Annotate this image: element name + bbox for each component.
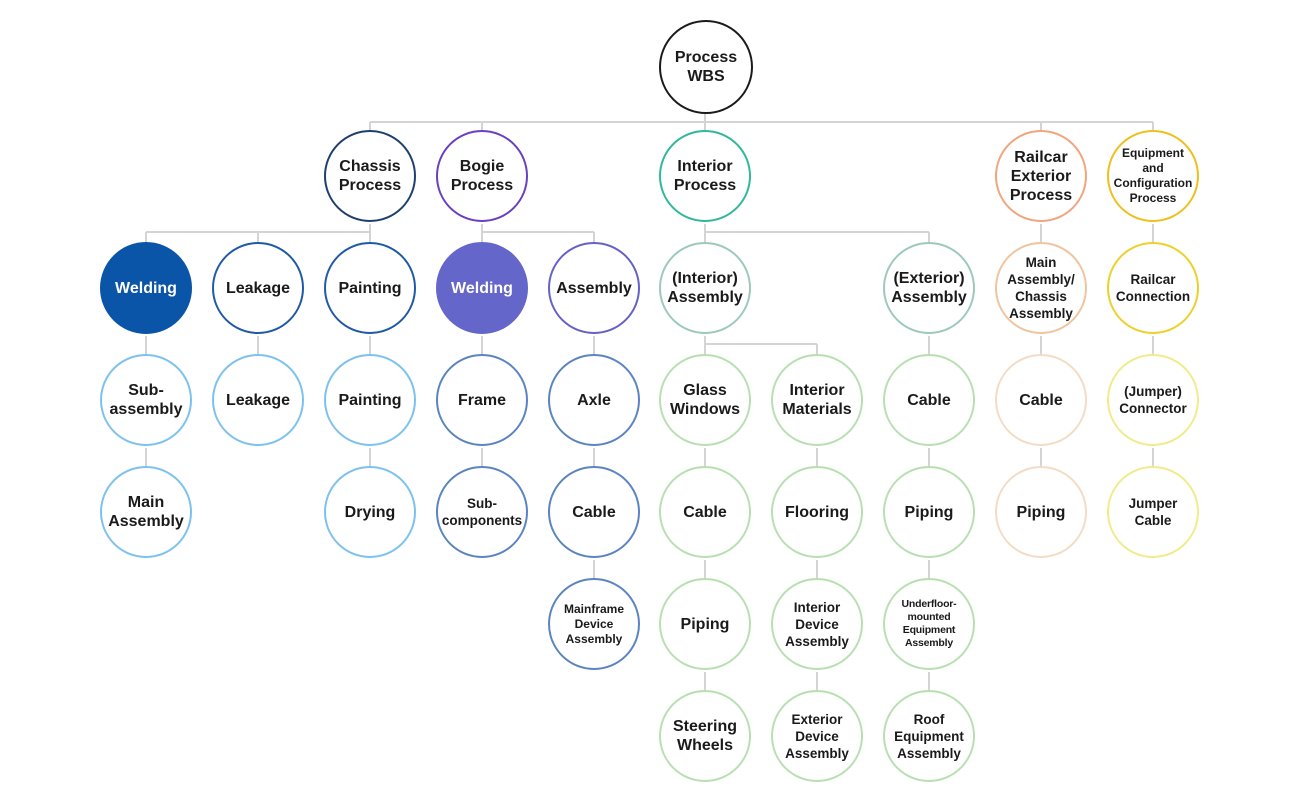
node-label: Welding bbox=[115, 279, 177, 297]
node-label: Leakage bbox=[225, 391, 291, 409]
node-axle: Axle bbox=[548, 354, 640, 446]
node-railcar-piping: Piping bbox=[995, 466, 1087, 558]
node-chassis-welding: Welding bbox=[100, 242, 192, 334]
node-label: Process WBS bbox=[674, 49, 738, 85]
node-label: Interior Device Assembly bbox=[785, 599, 849, 649]
node-label: Equipment and Configuration Process bbox=[1113, 146, 1193, 205]
node-interior-process: Interior Process bbox=[659, 130, 751, 222]
node-drying: Drying bbox=[324, 466, 416, 558]
node-interior-piping: Piping bbox=[659, 578, 751, 670]
node-label: Steering Wheels bbox=[672, 718, 737, 754]
node-railcar-cable: Cable bbox=[995, 354, 1087, 446]
node-label: Axle bbox=[577, 391, 611, 409]
node-chassis-painting: Painting bbox=[324, 242, 416, 334]
node-label: Main Assembly bbox=[108, 494, 184, 530]
node-label: Frame bbox=[457, 391, 507, 409]
node-leakage-test: Leakage bbox=[212, 354, 304, 446]
node-exterior-piping: Piping bbox=[883, 466, 975, 558]
node-glass-windows: Glass Windows bbox=[659, 354, 751, 446]
node-label: Roof Equipment Assembly bbox=[894, 711, 964, 761]
node-mainframe-device-assembly: Mainframe Device Assembly bbox=[548, 578, 640, 670]
node-label: Main Assembly/ Chassis Assembly bbox=[1007, 255, 1075, 321]
node-railcar-exterior-process: Railcar Exterior Process bbox=[995, 130, 1087, 222]
node-label: (Jumper) Connector bbox=[1119, 384, 1187, 416]
node-label: Bogie Process bbox=[450, 158, 514, 194]
node-label: Railcar Exterior Process bbox=[1009, 148, 1073, 204]
node-label: Piping bbox=[904, 503, 954, 521]
node-interior-assembly: (Interior) Assembly bbox=[659, 242, 751, 334]
node-label: Cable bbox=[907, 391, 951, 409]
node-chassis-leakage: Leakage bbox=[212, 242, 304, 334]
node-bogie-assembly: Assembly bbox=[548, 242, 640, 334]
node-label: Welding bbox=[451, 279, 513, 297]
node-roof-equipment-assembly: Roof Equipment Assembly bbox=[883, 690, 975, 782]
node-label: Interior Process bbox=[673, 158, 737, 194]
node-label: Chassis Process bbox=[338, 158, 402, 194]
node-painting-step: Painting bbox=[324, 354, 416, 446]
node-sub-assembly: Sub- assembly bbox=[100, 354, 192, 446]
node-label: Underfloor- mounted Equipment Assembly bbox=[901, 598, 957, 649]
node-frame: Frame bbox=[436, 354, 528, 446]
node-interior-materials: Interior Materials bbox=[771, 354, 863, 446]
node-label: Mainframe Device Assembly bbox=[563, 601, 625, 646]
node-label: Painting bbox=[338, 391, 402, 409]
node-sub-components: Sub- components bbox=[436, 466, 528, 558]
node-label: Cable bbox=[572, 503, 616, 521]
node-chassis-process: Chassis Process bbox=[324, 130, 416, 222]
node-bogie-process: Bogie Process bbox=[436, 130, 528, 222]
node-interior-cable: Cable bbox=[659, 466, 751, 558]
node-label: (Exterior) Assembly bbox=[891, 270, 967, 306]
node-label: Flooring bbox=[785, 503, 849, 521]
node-label: Sub- assembly bbox=[109, 382, 183, 418]
node-exterior-device-assembly: Exterior Device Assembly bbox=[771, 690, 863, 782]
node-flooring: Flooring bbox=[771, 466, 863, 558]
node-main-assembly: Main Assembly bbox=[100, 466, 192, 558]
node-equipment-configuration-process: Equipment and Configuration Process bbox=[1107, 130, 1199, 222]
node-label: Painting bbox=[338, 279, 402, 297]
node-label: Glass Windows bbox=[669, 382, 741, 418]
node-label: Cable bbox=[683, 503, 727, 521]
node-label: Exterior Device Assembly bbox=[785, 711, 849, 761]
node-label: Assembly bbox=[556, 279, 632, 297]
node-label: Cable bbox=[1019, 391, 1063, 409]
node-underfloor-equipment-assembly: Underfloor- mounted Equipment Assembly bbox=[883, 578, 975, 670]
node-label: Railcar Connection bbox=[1115, 272, 1191, 304]
node-steering-wheels: Steering Wheels bbox=[659, 690, 751, 782]
node-label: Sub- components bbox=[441, 496, 523, 528]
node-label: Jumper Cable bbox=[1128, 496, 1178, 528]
node-label: Interior Materials bbox=[782, 382, 852, 418]
node-label: Piping bbox=[680, 615, 730, 633]
node-exterior-assembly: (Exterior) Assembly bbox=[883, 242, 975, 334]
node-bogie-cable: Cable bbox=[548, 466, 640, 558]
node-bogie-welding: Welding bbox=[436, 242, 528, 334]
node-label: (Interior) Assembly bbox=[667, 270, 743, 306]
node-jumper-cable: Jumper Cable bbox=[1107, 466, 1199, 558]
node-label: Piping bbox=[1016, 503, 1066, 521]
node-process-wbs: Process WBS bbox=[659, 20, 753, 114]
node-main-chassis-assembly: Main Assembly/ Chassis Assembly bbox=[995, 242, 1087, 334]
node-interior-device-assembly: Interior Device Assembly bbox=[771, 578, 863, 670]
node-label: Leakage bbox=[225, 279, 291, 297]
node-railcar-connection: Railcar Connection bbox=[1107, 242, 1199, 334]
node-label: Drying bbox=[344, 503, 396, 521]
node-jumper-connector: (Jumper) Connector bbox=[1107, 354, 1199, 446]
node-exterior-cable: Cable bbox=[883, 354, 975, 446]
